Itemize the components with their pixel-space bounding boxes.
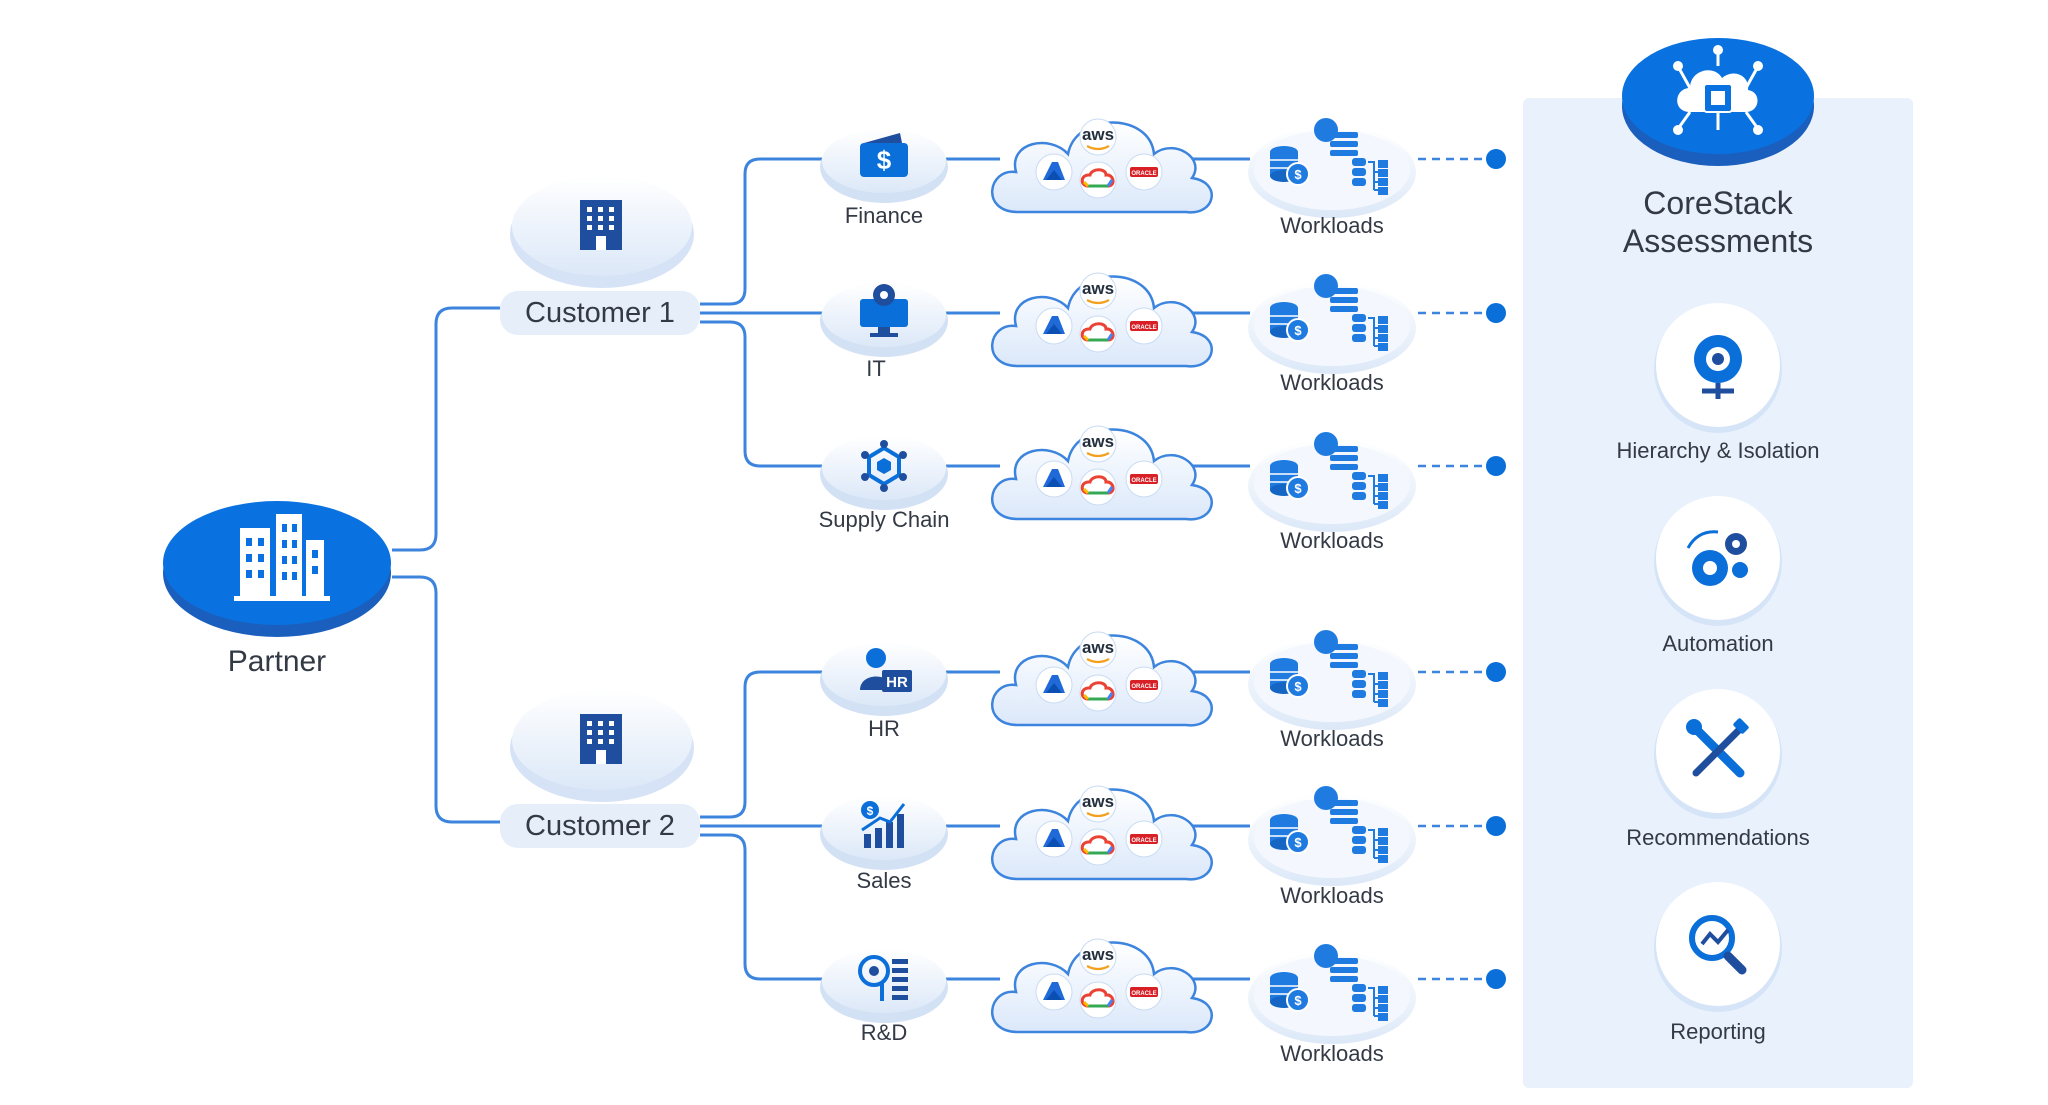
automation-gears-icon (1686, 530, 1748, 586)
cloud-chip-icon (1673, 45, 1763, 135)
cloud-providers: aws ORACLE (990, 937, 1214, 1034)
assessment-label: Hierarchy & Isolation (1617, 438, 1820, 463)
dept-label: HR (868, 716, 900, 741)
oracle-logo-text: ORACLE (1131, 684, 1156, 690)
dept-finance: $ (820, 129, 948, 203)
oracle-logo-text: ORACLE (1131, 478, 1156, 484)
workloads-label: Workloads (1280, 370, 1384, 395)
svg-text:HR: HR (886, 674, 908, 691)
workloads-label: Workloads (1280, 1041, 1384, 1066)
aws-logo-text: aws (1082, 792, 1114, 811)
workloads-node (1247, 943, 1417, 1045)
oracle-logo-text: ORACLE (1131, 838, 1156, 844)
workloads-node (1247, 117, 1417, 219)
assessment-label: Automation (1662, 631, 1773, 656)
network-cube-icon (861, 440, 907, 492)
dept-sales: $ (820, 796, 948, 870)
workloads-label: Workloads (1280, 883, 1384, 908)
dept-label: Finance (845, 203, 923, 228)
dept-label: Supply Chain (819, 507, 950, 532)
cloud-providers: aws ORACLE (990, 117, 1214, 214)
workloads-node (1247, 785, 1417, 887)
dollar-wallet-icon: $ (860, 133, 908, 177)
oracle-logo-text: ORACLE (1131, 991, 1156, 997)
panel-title-line1: CoreStack (1643, 185, 1793, 221)
monitor-gear-icon (860, 284, 908, 337)
dept-it (820, 283, 948, 357)
workloads-label: Workloads (1280, 726, 1384, 751)
customer-2-label: Customer 2 (525, 810, 675, 842)
aws-logo-text: aws (1082, 432, 1114, 451)
partner-label: Partner (228, 645, 326, 678)
dept-hr: HR (820, 642, 948, 716)
connector-lines (392, 157, 1250, 981)
workloads-label: Workloads (1280, 528, 1384, 553)
assessment-item-automation (1654, 496, 1782, 626)
cloud-providers: aws ORACLE (990, 424, 1214, 521)
svg-text:$: $ (867, 804, 874, 818)
research-gear-icon (858, 955, 908, 1001)
assessment-label: Recommendations (1626, 825, 1809, 850)
dept-supply-chain (820, 436, 948, 510)
customer-1-node: Customer 1 (500, 176, 700, 335)
svg-text:$: $ (877, 145, 892, 175)
link-endpoints (1486, 149, 1506, 989)
workloads-node (1247, 431, 1417, 533)
person-hr-icon: HR (860, 648, 912, 692)
cloud-providers: aws ORACLE (990, 784, 1214, 881)
wrench-screwdriver-icon (1686, 718, 1749, 778)
cloud-providers: aws ORACLE (990, 271, 1214, 368)
customer-1-label: Customer 1 (525, 297, 675, 329)
corestack-badge (1622, 38, 1814, 166)
sales-chart-icon: $ (861, 801, 906, 848)
customer-2-node: Customer 2 (500, 690, 700, 848)
assessment-label: Reporting (1670, 1019, 1765, 1044)
aws-logo-text: aws (1082, 945, 1114, 964)
dept-rnd (820, 949, 948, 1023)
assessment-item-reporting (1654, 882, 1782, 1012)
workloads-label: Workloads (1280, 213, 1384, 238)
office-building-icon (580, 714, 622, 764)
search-chart-icon (1689, 915, 1747, 975)
dept-label: IT (866, 356, 886, 381)
partner-building-icon (234, 514, 330, 601)
dept-label: R&D (861, 1020, 907, 1045)
partner-node: Partner (163, 501, 391, 678)
assessment-item-hierarchy (1654, 303, 1782, 433)
dashed-links (1418, 157, 1486, 981)
cloud-providers: aws ORACLE (990, 630, 1214, 727)
office-building-icon (580, 200, 622, 250)
panel-title-line2: Assessments (1623, 223, 1813, 259)
aws-logo-text: aws (1082, 125, 1114, 144)
dept-label: Sales (856, 868, 911, 893)
workloads-node (1247, 273, 1417, 375)
oracle-logo-text: ORACLE (1131, 325, 1156, 331)
assessment-item-recommendations (1654, 689, 1782, 819)
oracle-logo-text: ORACLE (1131, 171, 1156, 177)
aws-logo-text: aws (1082, 279, 1114, 298)
aws-logo-text: aws (1082, 638, 1114, 657)
workloads-node (1247, 629, 1417, 731)
hierarchy-gear-icon (1694, 335, 1742, 399)
